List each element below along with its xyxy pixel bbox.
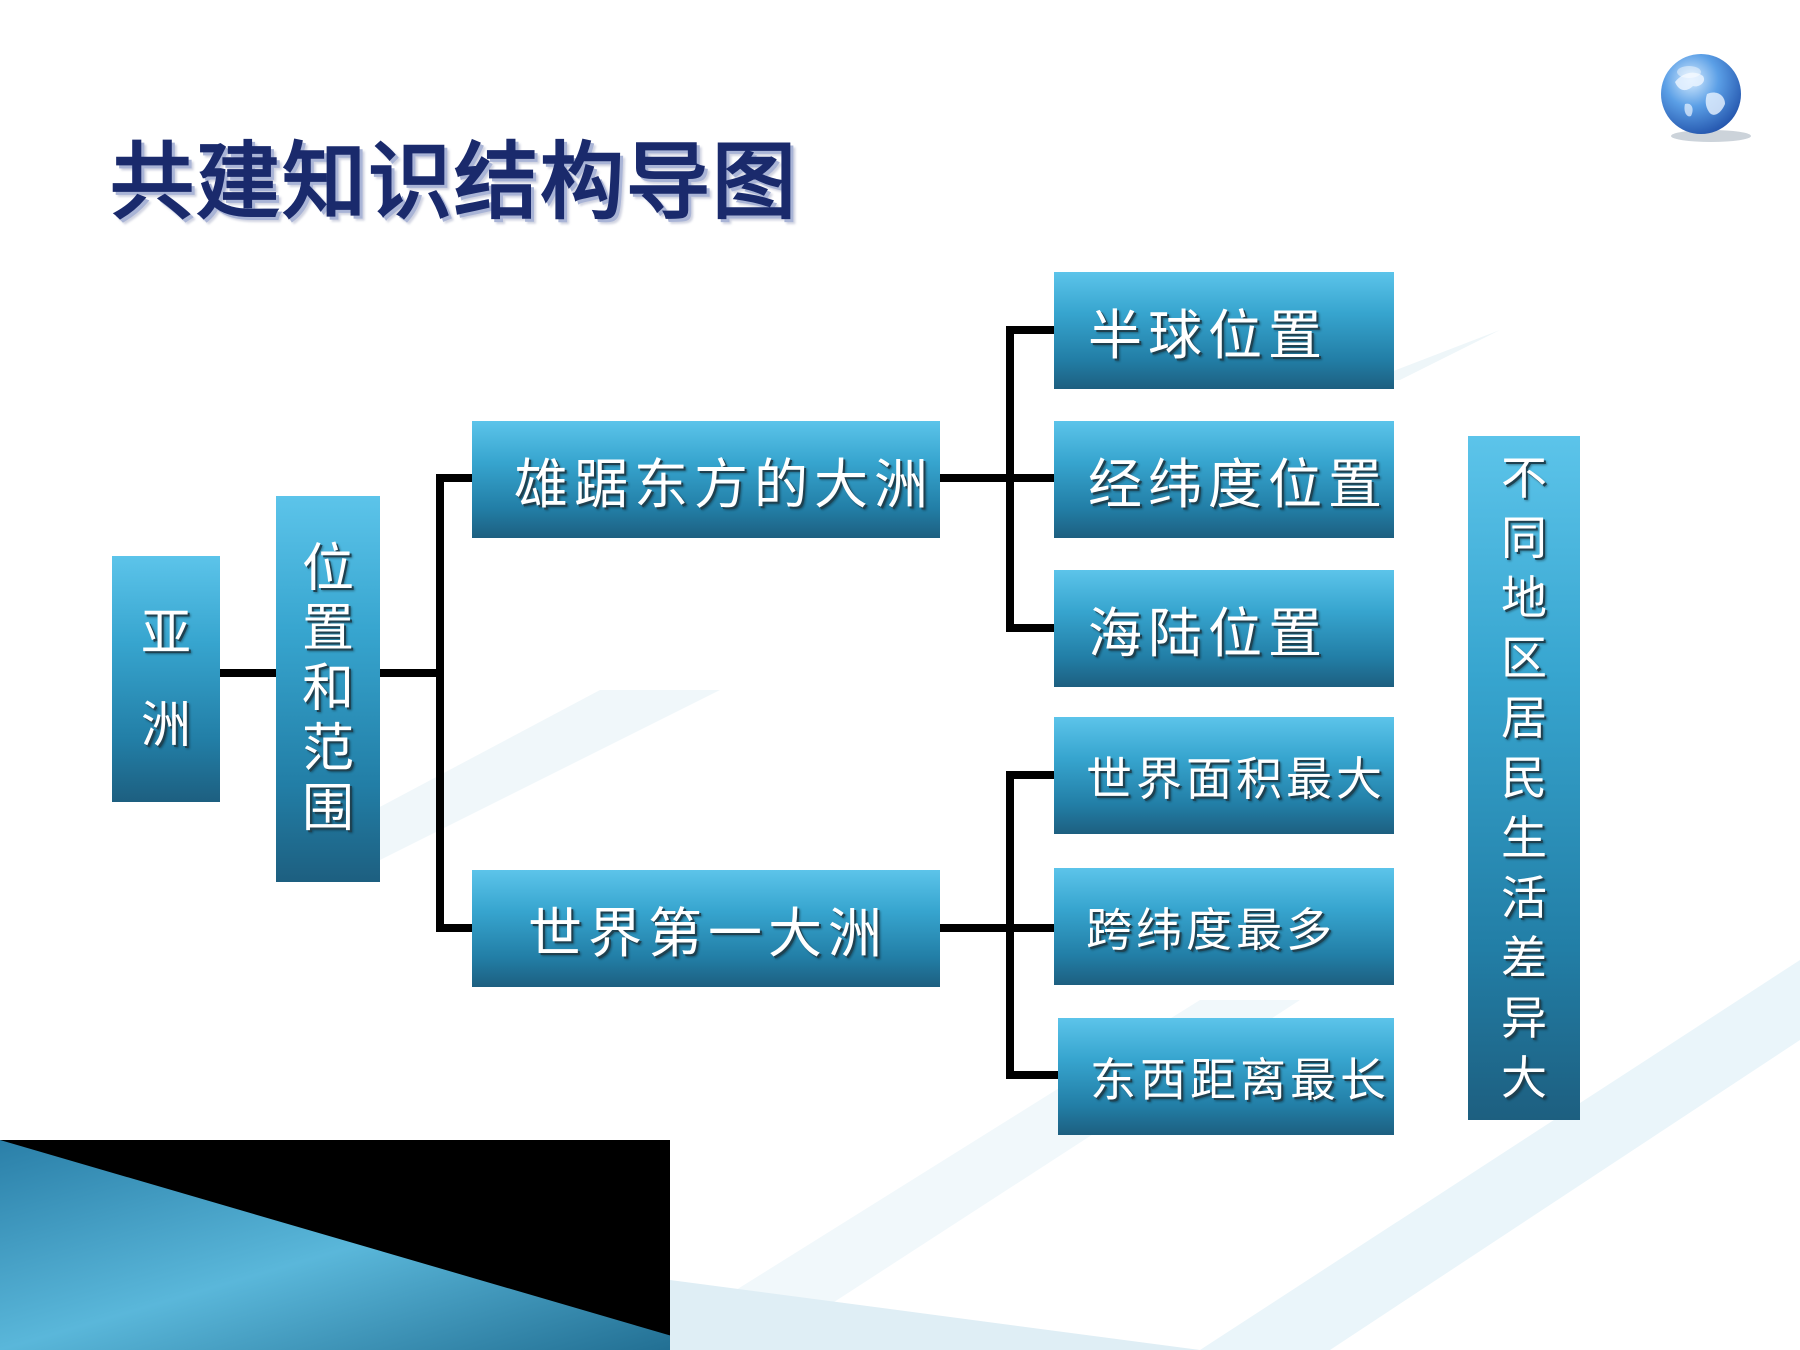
- leaf-area: 世界面积最大: [1054, 717, 1394, 834]
- leaf-latlon-label: 经纬度位置: [1088, 453, 1388, 516]
- conclusion-label: 不同地区居民生活差异大: [1501, 451, 1547, 1105]
- leaf-latspan: 跨纬度最多: [1054, 868, 1394, 985]
- level2-node-largest: 世界第一大洲: [472, 870, 940, 987]
- light-ribbon: [1200, 960, 1800, 1350]
- light-ribbon: [280, 690, 720, 860]
- leaf-ewdistance: 东西距离最长: [1058, 1018, 1394, 1135]
- leaf-latspan-label: 跨纬度最多: [1086, 902, 1336, 957]
- level2-label-east: 雄踞东方的大洲: [514, 453, 934, 516]
- light-ribbon: [1370, 330, 1500, 380]
- leaf-latlon: 经纬度位置: [1054, 421, 1394, 538]
- leaf-landsea: 海陆位置: [1054, 570, 1394, 687]
- light-wedge: [670, 1280, 1200, 1350]
- page-title: 共建知识结构导图: [110, 133, 799, 231]
- leaf-landsea-label: 海陆位置: [1088, 602, 1328, 665]
- leaf-area-label: 世界面积最大: [1086, 751, 1386, 806]
- level2-node-east: 雄踞东方的大洲: [472, 421, 940, 538]
- conclusion-node: 不同地区居民生活差异大: [1468, 436, 1580, 1120]
- leaf-hemisphere-label: 半球位置: [1088, 304, 1328, 367]
- leaf-ewdistance-label: 东西距离最长: [1090, 1052, 1390, 1107]
- striped-wedge: [0, 1140, 720, 1350]
- level1-label: 位置和范围: [301, 539, 354, 839]
- level2-label-largest: 世界第一大洲: [528, 902, 888, 965]
- leaf-hemisphere: 半球位置: [1054, 272, 1394, 389]
- level1-node: 位置和范围: [276, 496, 380, 882]
- globe-icon: [1661, 54, 1751, 142]
- root-label: 亚洲: [141, 604, 191, 754]
- root-node: 亚洲: [112, 556, 220, 802]
